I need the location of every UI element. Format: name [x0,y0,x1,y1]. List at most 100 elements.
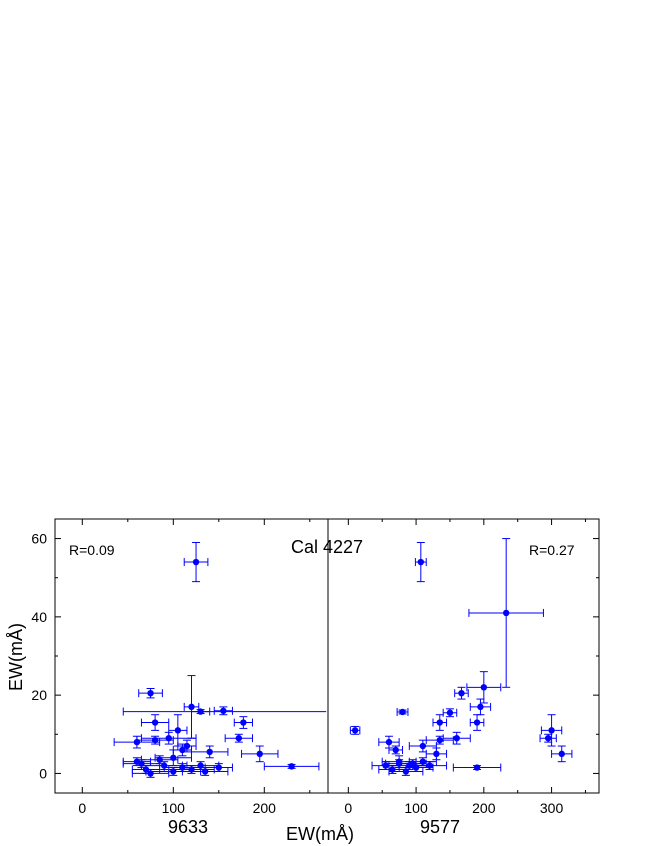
x-tick-label: 100 [162,800,186,816]
data-point [468,538,544,688]
marker [548,727,555,734]
data-point [241,745,279,763]
marker [446,709,454,716]
marker [426,762,433,769]
data-point [233,716,253,729]
marker [417,558,425,566]
marker [458,689,465,697]
right-panel: 0 100 200 300 [327,518,600,816]
marker [174,727,182,734]
marker [544,735,552,742]
marker [433,750,440,758]
marker [409,760,416,767]
data-point [466,671,502,704]
x-tick-label: 0 [344,800,352,816]
data-point [469,698,492,716]
data-point [388,745,404,755]
data-point [540,714,563,747]
x-axis-label: EW(mÅ) [286,824,354,844]
data-point [469,714,485,731]
data-point [551,745,573,763]
x-tick-label: 300 [540,800,564,816]
marker [436,736,443,744]
data-point [191,745,229,759]
marker [188,703,195,711]
data-point [168,714,188,747]
left-panel: 0 100 200 0 20 40 60 [31,518,329,816]
data-point [138,687,163,699]
marker [480,684,488,691]
figure-title: Cal 4227 [291,537,363,557]
data-point [398,759,427,769]
marker [133,738,141,746]
data-point [442,708,458,718]
marker [147,770,154,777]
data-point [140,714,170,731]
marker [179,746,186,754]
data-point [263,762,320,771]
marker [256,750,263,758]
marker [288,763,295,770]
marker [419,742,427,750]
marker [473,764,481,771]
x-tick-label: 100 [404,800,428,816]
data-point [539,733,557,743]
marker [477,703,484,711]
data-point [183,675,200,739]
data-point [396,707,409,716]
marker [385,738,393,746]
data-point [425,747,448,761]
data-point [224,733,253,743]
marker [392,746,399,754]
marker [220,707,227,714]
data-point [140,731,197,745]
marker [215,764,222,771]
x-tick-label: 200 [472,800,496,816]
plot-frame [327,518,600,794]
data-point [432,714,448,731]
marker [240,719,247,726]
marker [502,609,510,617]
marker [147,689,154,697]
left-correlation-label: R=0.09 [69,542,115,558]
data-point [425,735,454,745]
marker [351,727,359,734]
data-point [191,707,211,716]
data-point [414,541,427,583]
data-point [113,735,161,749]
data-point [131,769,170,778]
data-point [388,767,424,776]
y-tick-label: 40 [31,609,47,625]
marker [473,719,481,726]
marker [399,708,406,716]
data-point [349,725,361,735]
right-star-label: 9577 [420,817,460,837]
marker [453,735,460,742]
data-point [454,686,469,700]
data-point [213,706,233,716]
left-star-label: 9633 [168,817,208,837]
data-point [122,757,152,767]
data-point [452,763,502,772]
data-point [408,739,437,753]
marker [206,748,213,756]
data-point [183,541,209,583]
y-tick-label: 20 [31,687,47,703]
y-tick-label: 0 [39,765,47,781]
marker [558,750,565,758]
data-point [181,767,229,776]
marker [402,768,410,775]
right-correlation-label: R=0.27 [529,542,575,558]
y-axis-label: EW(mÅ) [6,623,26,691]
marker [151,719,159,726]
x-tick-label: 0 [78,800,86,816]
marker [192,558,200,566]
y-tick-label: 60 [31,531,47,547]
marker [197,708,204,715]
marker [436,719,443,726]
marker [201,768,209,775]
marker [235,735,243,742]
x-tick-label: 200 [253,800,277,816]
data-point [442,731,471,745]
